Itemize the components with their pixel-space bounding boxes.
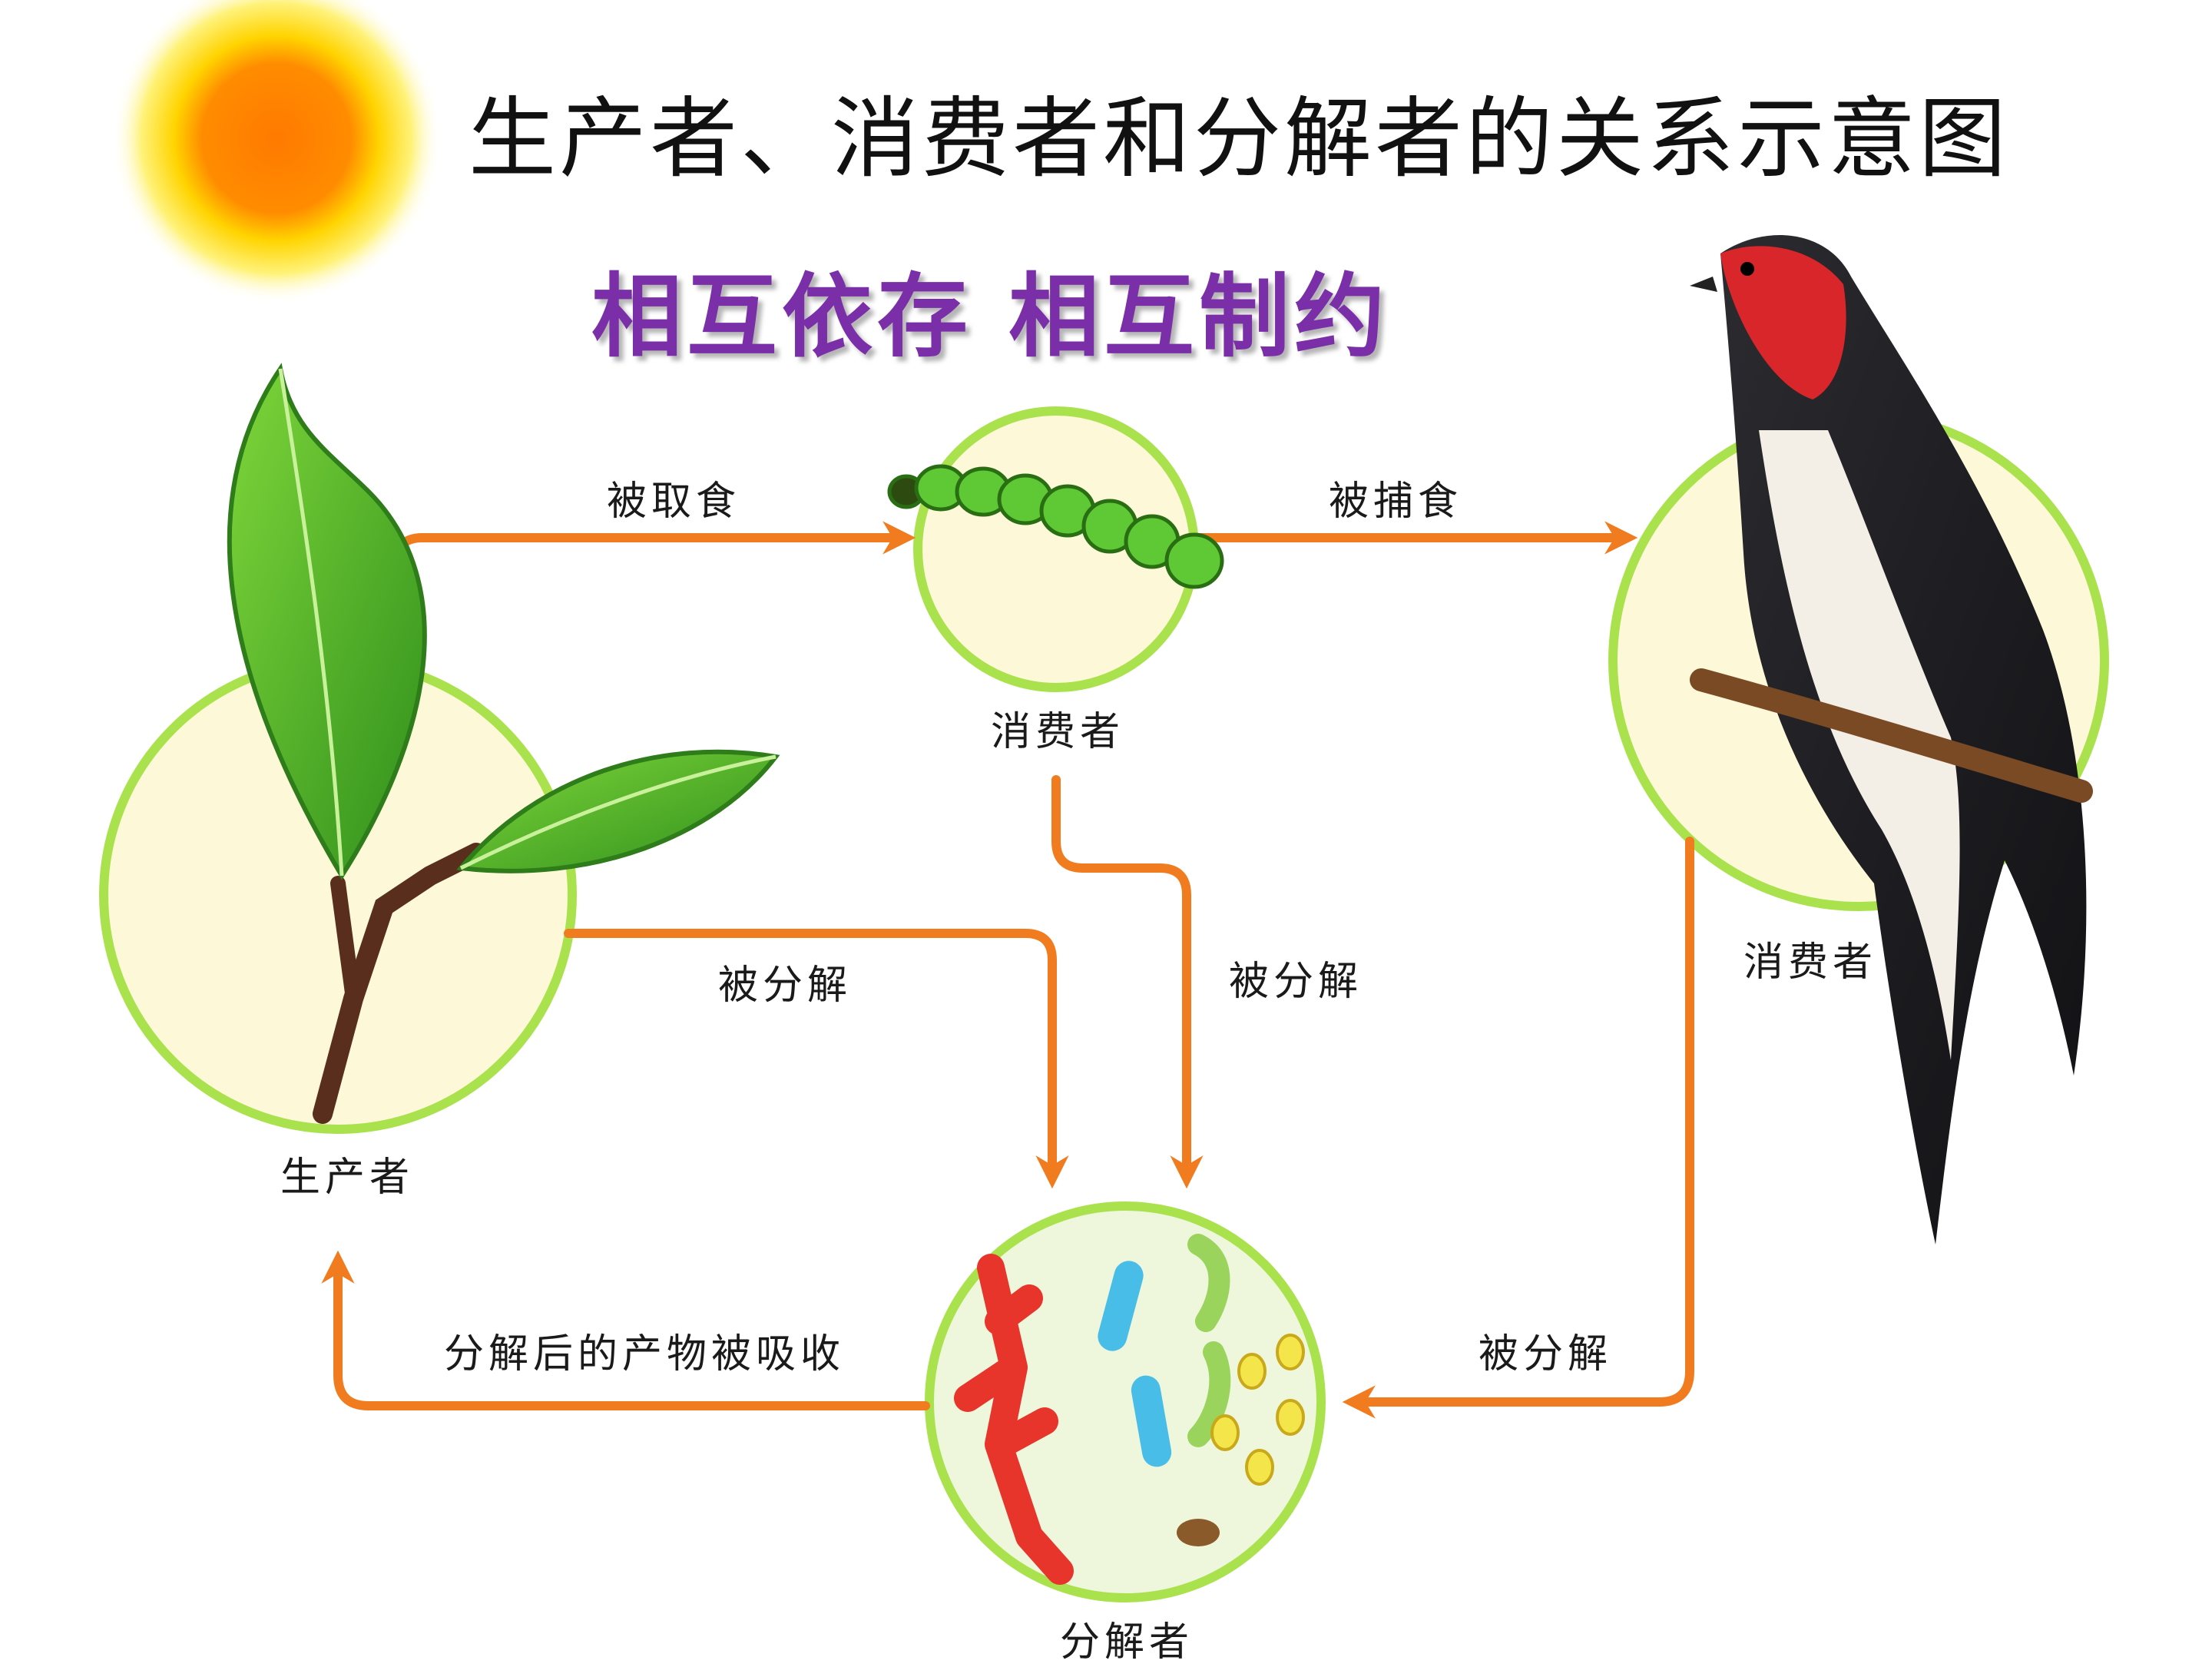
label-eaten: 被取食 <box>607 479 741 525</box>
arrow-decomposed-caterpillar <box>1051 775 1204 1189</box>
label-decomposed-bird: 被分解 <box>1479 1331 1613 1377</box>
page-title: 生产者、消费者和分解者的关系示意图 <box>469 88 2010 190</box>
label-producer: 生产者 <box>280 1155 415 1201</box>
label-decomposer: 分解者 <box>1060 1619 1194 1665</box>
page-subtitle: 相互依存 相互制约 <box>591 263 1390 370</box>
sun-icon <box>111 0 442 303</box>
microbes-icon <box>954 1234 1305 1585</box>
caterpillar-icon <box>887 464 1224 589</box>
plant-icon <box>227 363 780 1124</box>
label-consumer-caterpillar: 消费者 <box>991 709 1125 755</box>
arrow-eaten <box>391 521 916 581</box>
arrow-decomposed-producer <box>564 929 1069 1189</box>
label-consumer-bird: 消费者 <box>1743 940 1878 986</box>
label-absorbed: 分解后的产物被吸收 <box>444 1331 846 1377</box>
label-decomposed-caterpillar: 被分解 <box>1229 959 1363 1005</box>
label-decomposed-producer: 被分解 <box>718 963 853 1009</box>
bird-icon <box>1690 235 2093 1244</box>
label-preyed: 被捕食 <box>1329 479 1463 525</box>
arrow-decomposed-bird <box>1342 837 1694 1419</box>
arrow-absorbed <box>321 1250 930 1410</box>
